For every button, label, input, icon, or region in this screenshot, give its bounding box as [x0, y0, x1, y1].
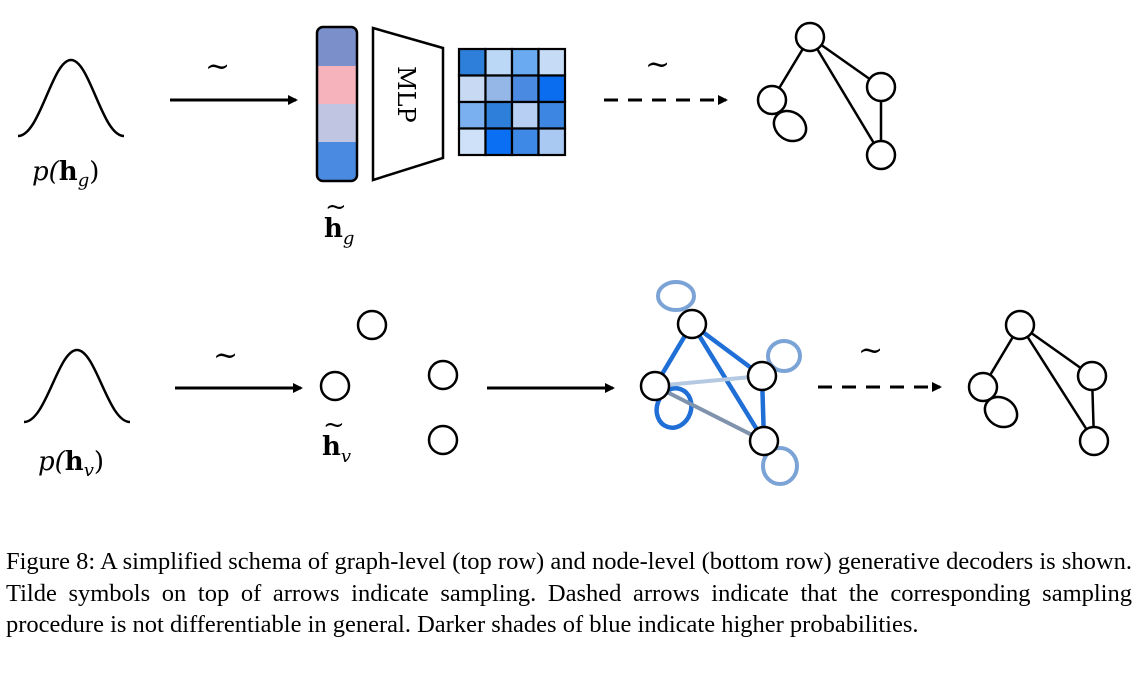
prob-node — [676, 308, 708, 340]
matrix-cell — [484, 100, 514, 130]
probabilistic-graph — [639, 280, 802, 486]
latent-label-bottom: hv — [322, 432, 351, 467]
latent-node — [319, 370, 351, 402]
graph-node — [1076, 360, 1108, 392]
figure-caption: Figure 8: A simplified schema of graph-l… — [6, 548, 1132, 638]
matrix-cell — [457, 127, 487, 157]
latent-cell — [318, 142, 356, 180]
matrix-cell — [457, 47, 487, 77]
latent-vector-border — [315, 25, 359, 183]
adjacency-matrix — [457, 47, 567, 157]
self-loop — [983, 395, 1019, 429]
graph-node — [794, 21, 826, 53]
prior-label-bottom: p(hv) — [38, 447, 104, 481]
matrix-cell — [510, 74, 540, 104]
bottom-row: p(hv) ~ hv ~ — [23, 280, 1110, 486]
matrix-cell — [484, 127, 514, 157]
prob-edge — [654, 374, 763, 388]
matrix-cell — [484, 47, 514, 77]
top-row: p(hg) ~ hg ~ MLP ~ — [17, 21, 897, 249]
mlp-label: MLP — [392, 66, 420, 123]
graph-edge — [1018, 324, 1096, 442]
latent-vector-top — [315, 25, 359, 183]
tilde-top-solid: ~ — [205, 49, 230, 84]
sampled-graph-bottom — [967, 309, 1110, 457]
latent-cell — [318, 104, 356, 142]
graph-edge — [808, 36, 883, 156]
matrix-cell — [510, 47, 540, 77]
matrix-cell — [537, 127, 567, 157]
node-embeddings — [319, 309, 459, 456]
matrix-cell — [457, 74, 487, 104]
gaussian-curve-top — [17, 58, 125, 138]
matrix-cell — [537, 100, 567, 130]
latent-cell — [318, 28, 356, 66]
matrix-cell — [537, 74, 567, 104]
prior-label-top: p(hg) — [32, 157, 99, 191]
prob-node — [748, 425, 780, 457]
self-loop-prob — [654, 386, 694, 430]
mlp-block — [371, 26, 445, 182]
self-loop-prob — [766, 339, 802, 373]
matrix-cell — [484, 74, 514, 104]
latent-label-top-tilde: ~ — [325, 192, 347, 222]
graph-node — [967, 371, 999, 403]
graph-node — [1004, 309, 1036, 341]
schema-figure: p(hg) ~ hg ~ MLP ~ — [17, 21, 1110, 486]
tilde-top-dashed: ~ — [645, 47, 670, 82]
self-loop — [772, 109, 808, 143]
matrix-cell — [510, 127, 540, 157]
self-loop-prob — [761, 446, 799, 486]
latent-node — [427, 424, 459, 456]
prob-node — [746, 360, 778, 392]
sampled-graph-top — [756, 21, 897, 171]
gaussian-curve-bottom — [23, 348, 131, 424]
graph-node — [865, 71, 897, 103]
tilde-bottom-solid: ~ — [213, 338, 238, 373]
latent-node — [356, 309, 388, 341]
latent-label-top: hg — [324, 214, 354, 249]
graph-node — [756, 84, 788, 116]
matrix-cell — [510, 100, 540, 130]
prob-edge — [690, 322, 766, 443]
matrix-cell — [537, 47, 567, 77]
graph-node — [1078, 425, 1110, 457]
matrix-cell — [457, 100, 487, 130]
tilde-bottom-dashed: ~ — [858, 333, 883, 368]
graph-node — [865, 139, 897, 171]
latent-node — [427, 359, 459, 391]
latent-label-bottom-tilde: ~ — [323, 410, 345, 440]
latent-cell — [318, 66, 356, 104]
prob-node — [639, 370, 671, 402]
prob-edge — [654, 384, 765, 443]
self-loop-prob — [656, 280, 696, 312]
